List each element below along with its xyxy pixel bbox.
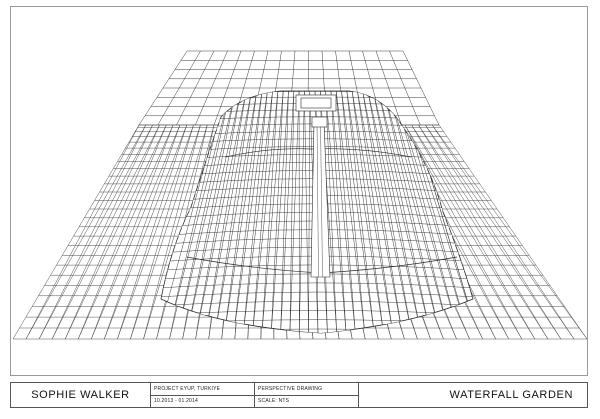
top-pool xyxy=(295,94,337,112)
pool-inner xyxy=(300,97,332,109)
drawing-scale: SCALE: NTS xyxy=(255,394,358,408)
perspective-drawing-frame xyxy=(10,6,588,376)
sheet-info-cell: PERSPECTIVE DRAWING SCALE: NTS xyxy=(255,383,359,407)
title-block: SOPHIE WALKER PROJECT EYUP, TURKIYE 10.2… xyxy=(10,382,588,408)
author-name: SOPHIE WALKER xyxy=(31,389,130,401)
author-cell: SOPHIE WALKER xyxy=(11,383,151,407)
waterfall-garden-wireframe xyxy=(12,50,587,340)
mound-ridge-upper xyxy=(224,148,412,158)
channel-head xyxy=(311,116,328,128)
project-location: PROJECT EYUP, TURKIYE xyxy=(154,385,221,392)
drawing-title-cell: WATERFALL GARDEN xyxy=(359,383,587,407)
channel-inner-lines xyxy=(316,120,323,278)
project-cell: PROJECT EYUP, TURKIYE 10.2013 - 01.2014 xyxy=(151,383,255,407)
project-dates: 10.2013 - 01.2014 xyxy=(151,394,254,408)
drawing-title: WATERFALL GARDEN xyxy=(449,389,573,401)
drawing-type: PERSPECTIVE DRAWING xyxy=(258,385,323,392)
waterfall-channel xyxy=(310,116,331,278)
